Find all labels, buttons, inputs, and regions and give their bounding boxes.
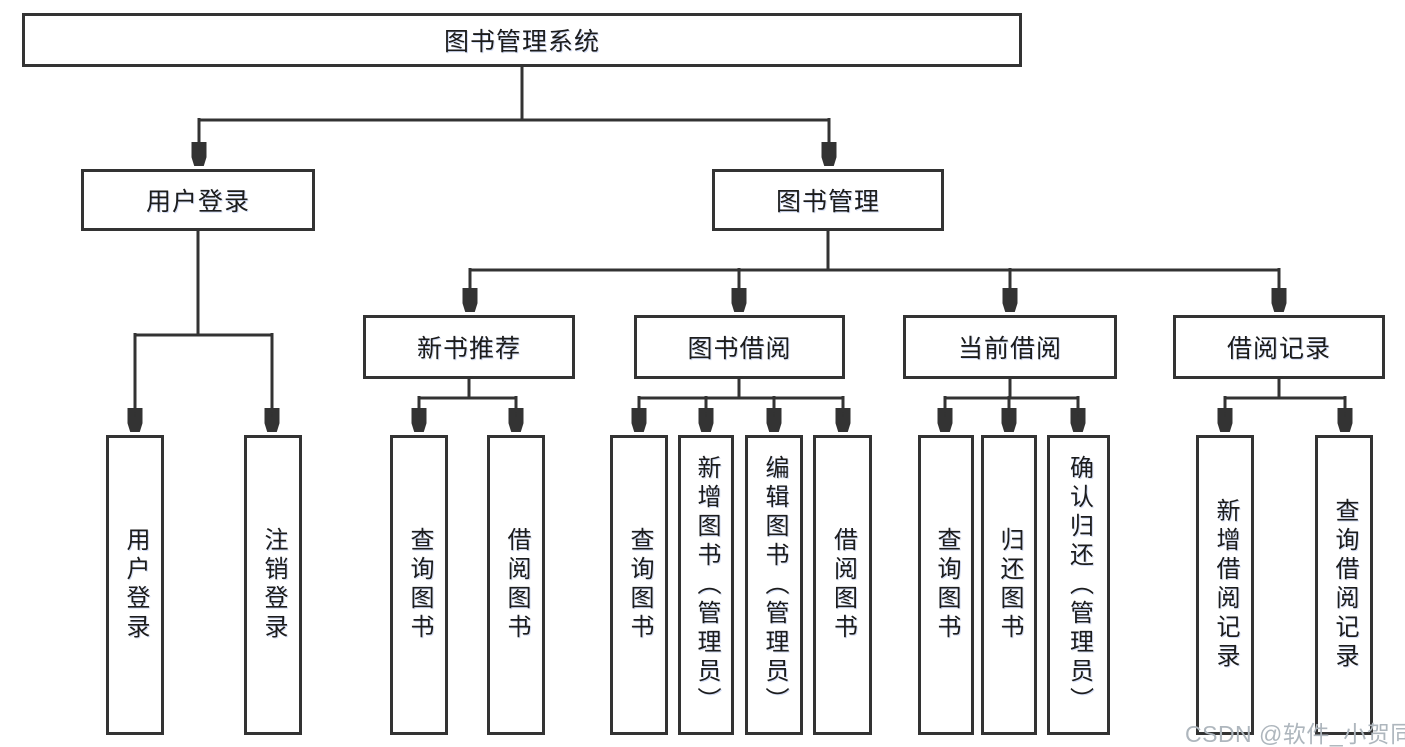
leaf-add-book-admin-label: 新增图书（管理员） (693, 454, 720, 716)
connector-book-management-to-level3 (470, 231, 1279, 311)
leaf-query-borrow-record: 查询借阅记录 (1315, 435, 1373, 735)
node-user-login: 用户登录 (81, 169, 315, 231)
leaf-edit-book-admin: 编辑图书（管理员） (745, 435, 803, 735)
leaf-confirm-return-admin-label: 确认归还（管理员） (1065, 454, 1093, 716)
leaf-query-books-1: 查询图书 (390, 435, 448, 735)
csdn-watermark: CSDN @软件_小贺同学 (1185, 721, 1405, 747)
leaf-add-borrow-record: 新增借阅记录 (1196, 435, 1254, 735)
node-borrowing-records: 借阅记录 (1173, 315, 1385, 379)
leaf-borrow-books-2-label: 借阅图书 (829, 527, 857, 643)
leaf-query-books-2-label: 查询图书 (626, 527, 653, 643)
connector-borrowing-records-to-leaves (1225, 379, 1345, 431)
leaf-borrow-books-1: 借阅图书 (487, 435, 545, 735)
leaf-logout-login-label: 注销登录 (260, 527, 287, 643)
leaf-user-login-label: 用户登录 (122, 527, 149, 643)
node-book-management-system: 图书管理系统 (22, 13, 1022, 67)
connector-book-borrowing-to-leaves (639, 379, 843, 431)
leaf-query-books-3-label: 查询图书 (933, 527, 960, 643)
connector-root-to-level2 (199, 66, 829, 165)
node-book-borrowing: 图书借阅 (634, 315, 845, 379)
leaf-edit-book-admin-label: 编辑图书（管理员） (761, 454, 788, 716)
leaf-return-book: 归还图书 (981, 435, 1037, 735)
leaf-query-books-1-label: 查询图书 (406, 527, 433, 643)
leaf-add-book-admin: 新增图书（管理员） (678, 435, 734, 735)
leaf-user-login: 用户登录 (106, 435, 164, 735)
node-current-borrowing: 当前借阅 (903, 315, 1117, 379)
leaf-confirm-return-admin: 确认归还（管理员） (1047, 435, 1110, 735)
leaf-borrow-books-2: 借阅图书 (813, 435, 872, 735)
leaf-logout-login: 注销登录 (244, 435, 302, 735)
node-new-book-recommend: 新书推荐 (363, 315, 575, 379)
leaf-add-borrow-record-label: 新增借阅记录 (1212, 498, 1239, 672)
connector-current-borrowing-to-leaves (945, 379, 1078, 431)
leaf-return-book-label: 归还图书 (996, 527, 1023, 643)
node-book-management: 图书管理 (712, 169, 944, 231)
leaf-query-books-2: 查询图书 (610, 435, 668, 735)
leaf-query-borrow-record-label: 查询借阅记录 (1331, 498, 1358, 672)
connector-new-book-recommend-to-leaves (419, 379, 516, 431)
leaf-query-books-3: 查询图书 (918, 435, 974, 735)
connector-user-login-to-leaves (135, 231, 272, 431)
leaf-borrow-books-1-label: 借阅图书 (503, 527, 530, 643)
